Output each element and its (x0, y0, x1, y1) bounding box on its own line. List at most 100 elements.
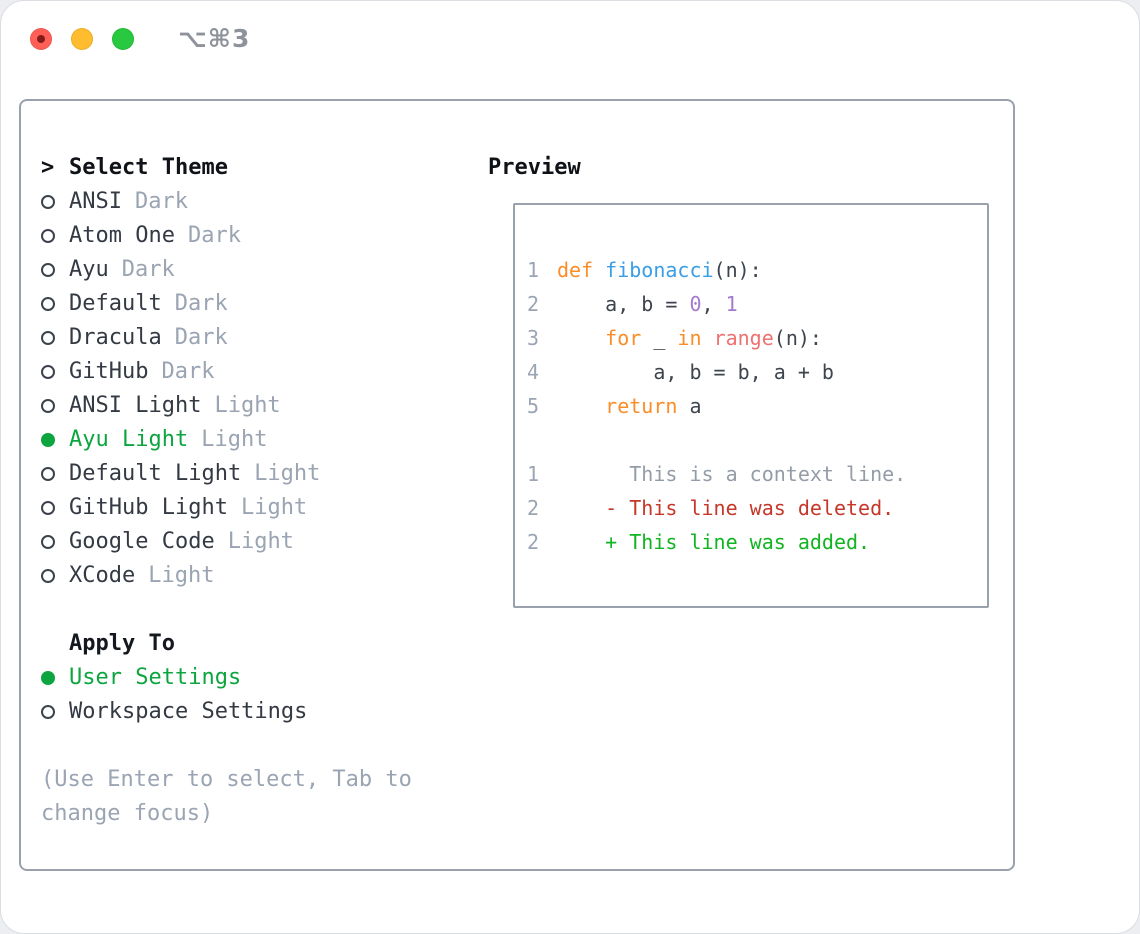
radio-icon (41, 297, 55, 311)
theme-option[interactable]: GitHub Dark (41, 355, 481, 389)
option-label: Default Light (69, 461, 242, 486)
theme-option[interactable]: GitHub Light Light (41, 491, 481, 525)
radio-slot (41, 467, 69, 481)
option-label: Ayu (69, 257, 109, 282)
theme-option[interactable]: Ayu Dark (41, 253, 481, 287)
close-button[interactable] (30, 27, 52, 50)
line-number: 1 (527, 462, 540, 486)
option-label: User Settings (69, 665, 242, 690)
line-number: 1 (527, 258, 540, 282)
code-text: def fibonacci(n): (557, 258, 762, 282)
code-line (527, 423, 987, 457)
theme-option[interactable]: Dracula Dark (41, 321, 481, 355)
line-number (527, 423, 539, 457)
code-text: + This line was added. (557, 530, 871, 554)
code-text: a, b = b, a + b (557, 360, 834, 384)
radio-slot (41, 569, 69, 583)
code-line: 3 for _ in range(n): (527, 321, 987, 355)
apply-to-title: Apply To (69, 631, 175, 656)
code-line: 2 a, b = 0, 1 (527, 287, 987, 321)
code-text: This is a context line. (557, 462, 907, 486)
apply-option[interactable]: Workspace Settings (41, 695, 481, 729)
radio-icon (41, 501, 55, 515)
line-number: 2 (527, 292, 540, 316)
apply-option[interactable]: User Settings (41, 661, 481, 695)
option-variant-label: Dark (121, 257, 175, 282)
select-theme-header: > Select Theme (41, 151, 481, 185)
code-line: 1 def fibonacci(n): (527, 253, 987, 287)
window-shortcut-label: ⌥⌘3 (178, 24, 251, 53)
code-line: 2 - This line was deleted. (527, 491, 987, 525)
option-label: Google Code (69, 529, 215, 554)
theme-option[interactable]: Default Dark (41, 287, 481, 321)
option-label: Default (69, 291, 162, 316)
code-line: 2 + This line was added. (527, 525, 987, 559)
radio-icon (41, 331, 55, 345)
titlebar: ⌥⌘3 (1, 1, 1139, 76)
line-number: 5 (527, 394, 540, 418)
option-variant-label: Light (201, 427, 268, 452)
line-number: 3 (527, 326, 540, 350)
option-variant-label: Light (148, 563, 215, 588)
radio-icon (41, 535, 55, 549)
option-label: GitHub Light (69, 495, 228, 520)
radio-icon (41, 467, 55, 481)
theme-option[interactable]: ANSI Dark (41, 185, 481, 219)
option-label: Dracula (69, 325, 162, 350)
code-text: return a (605, 394, 702, 418)
radio-slot (41, 535, 69, 549)
radio-slot (41, 331, 69, 345)
theme-option[interactable]: Atom One Dark (41, 219, 481, 253)
select-theme-title: Select Theme (69, 155, 228, 180)
radio-slot (41, 705, 69, 719)
option-variant-label: Dark (134, 189, 188, 214)
option-variant-label: Dark (174, 291, 228, 316)
theme-option[interactable]: Ayu Light Light (41, 423, 481, 457)
code-text: a, b = 0, 1 (557, 292, 738, 316)
option-variant-label: Dark (174, 325, 228, 350)
radio-slot (41, 365, 69, 379)
radio-icon (41, 263, 55, 277)
option-variant-label: Light (240, 495, 308, 520)
theme-option[interactable]: Default Light Light (41, 457, 481, 491)
option-label: Ayu Light (69, 427, 189, 452)
option-variant-label: Light (214, 393, 281, 418)
option-variant-label: Dark (161, 359, 215, 384)
radio-slot (41, 671, 69, 685)
option-label: ANSI (69, 189, 122, 214)
option-label: Atom One (69, 223, 175, 248)
radio-icon (41, 705, 55, 719)
prompt-icon: > (41, 155, 55, 180)
radio-slot (41, 501, 69, 515)
line-number: 2 (527, 530, 540, 554)
radio-slot (41, 263, 69, 277)
option-variant-label: Light (254, 461, 321, 486)
radio-icon (41, 365, 55, 379)
radio-slot (41, 229, 69, 243)
radio-slot (41, 297, 69, 311)
line-number: 2 (527, 496, 540, 520)
minimize-button[interactable] (71, 27, 93, 50)
radio-icon (41, 569, 55, 583)
code-line: 5 return a (527, 389, 987, 423)
option-label: GitHub (69, 359, 149, 384)
zoom-button[interactable] (112, 27, 134, 50)
apply-to-header: Apply To (41, 627, 481, 661)
radio-slot (41, 399, 69, 413)
code-text: - This line was deleted. (557, 496, 895, 520)
code-line: 4 a, b = b, a + b (527, 355, 987, 389)
help-text: (Use Enter to select, Tab to change focu… (41, 767, 412, 826)
code-line: 1 This is a context line. (527, 457, 987, 491)
option-variant-label: Dark (187, 223, 241, 248)
radio-slot (41, 433, 69, 447)
radio-selected-icon (41, 433, 55, 447)
unsaved-changes-dot-icon (37, 34, 45, 43)
